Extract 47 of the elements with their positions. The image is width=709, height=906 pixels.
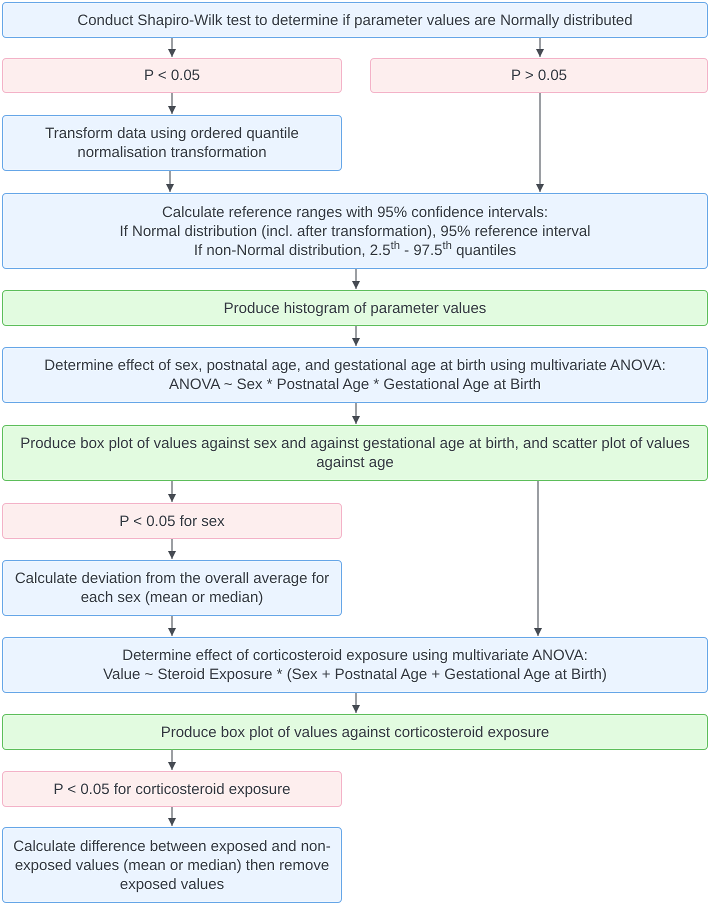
- arrow: [166, 171, 174, 192]
- arrow: [352, 403, 360, 424]
- box-text: Conduct Shapiro-Wilk test to determine if parameter values are Normally distributed: [77, 10, 633, 30]
- process-box: [2, 115, 342, 171]
- box-text: Determine effect of sex, postnatal age, and gestational age at birth using multivariate ANOVA:: [44, 356, 666, 375]
- process-box: [2, 827, 342, 903]
- arrow: [536, 93, 544, 192]
- arrow: [352, 326, 360, 346]
- arrow: [536, 38, 544, 57]
- arrow: [168, 539, 176, 559]
- arrow: [168, 93, 176, 114]
- box-text: Transform data using ordered quantile normalisation transformation: [44, 124, 300, 162]
- box-text: Produce histogram of parameter values: [224, 298, 486, 318]
- condition-box: [2, 58, 342, 93]
- box-text: Produce box plot of values against sex and against gestational age at birth, and scatter plot of values against age: [19, 434, 691, 472]
- box-text: If non-Normal distribution, 2.5$^{th}$ - 97.5$^{th}$ quantiles: [194, 240, 516, 260]
- box-text: ANOVA ~ Sex * Postnatal Age * Gestational Age at Birth: [168, 375, 542, 394]
- output-box: [2, 714, 708, 750]
- arrow: [168, 750, 176, 770]
- arrow: [352, 269, 360, 289]
- box-text: P > 0.05: [510, 66, 568, 85]
- output-box: [2, 425, 708, 481]
- arrow: [168, 38, 176, 57]
- box-text: Calculate deviation from the overall average for each sex (mean or median): [14, 569, 330, 607]
- arrow: [534, 481, 542, 636]
- arrow: [168, 807, 176, 826]
- box-text: Calculate difference between exposed and non-exposed values (mean or median) then remove exposed values: [12, 836, 332, 894]
- box-text: Value ~ Steroid Exposure * (Sex + Postnatal Age + Gestational Age at Birth): [103, 665, 607, 684]
- arrow: [168, 481, 176, 502]
- box-text: P < 0.05: [144, 66, 200, 85]
- process-box: [2, 193, 708, 269]
- box-text: If Normal distribution (incl. after transformation), 95% reference interval: [119, 222, 591, 240]
- process-box: [2, 347, 708, 403]
- box-text: Calculate reference ranges with 95% confidence intervals:: [162, 202, 548, 222]
- condition-box: [370, 58, 708, 93]
- box-text: Determine effect of corticosteroid exposure using multivariate ANOVA:: [122, 646, 588, 665]
- process-box: [2, 637, 708, 693]
- arrow: [168, 616, 176, 636]
- process-box: [2, 560, 342, 616]
- box-text: Produce box plot of values against corticosteroid exposure: [160, 722, 550, 742]
- output-box: [2, 290, 708, 326]
- process-box: [2, 2, 708, 38]
- box-text: P < 0.05 for corticosteroid exposure: [54, 780, 290, 798]
- condition-box: [2, 771, 342, 807]
- condition-box: [2, 503, 342, 539]
- arrow: [352, 693, 360, 713]
- box-text: P < 0.05 for sex: [119, 512, 225, 530]
